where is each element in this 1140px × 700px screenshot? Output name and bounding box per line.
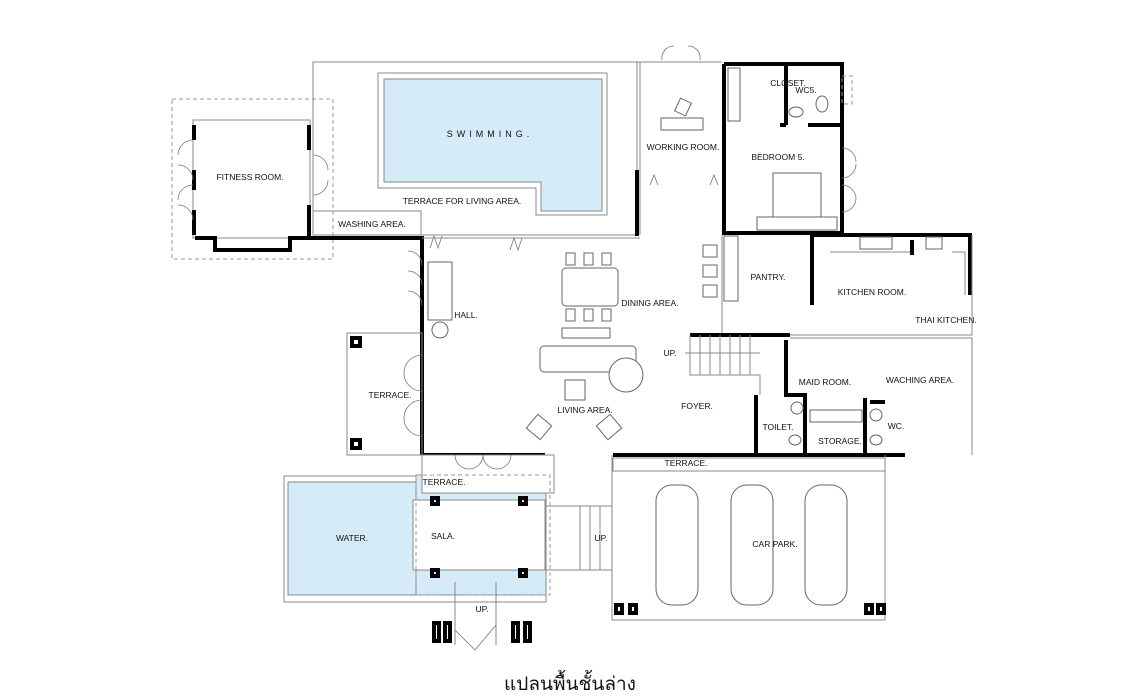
label-bedroom-5: BEDROOM 5.	[751, 152, 804, 162]
label-car-park: CAR PARK.	[752, 539, 797, 549]
label-dining-area: DINING AREA.	[621, 298, 678, 308]
sala-water: TERRACE. WATER. SALA. UP. UP.	[283, 454, 612, 651]
label-pantry: PANTRY.	[751, 272, 786, 282]
label-living-area: LIVING AREA.	[557, 405, 612, 415]
label-washing-area: WASHING AREA.	[338, 219, 406, 229]
car-park: TERRACE. CAR PARK.	[611, 453, 886, 621]
label-working-room: WORKING ROOM.	[647, 142, 720, 152]
label-terrace-sala: TERRACE.	[423, 477, 466, 487]
swimming-pool	[383, 78, 603, 212]
car-icon	[655, 484, 699, 606]
label-kitchen-room: KITCHEN ROOM.	[838, 287, 906, 297]
plan-caption: แปลนพื้นชั้นล่าง	[504, 670, 636, 695]
label-up-front: UP.	[475, 604, 488, 614]
label-thai-kitchen: THAI KITCHEN.	[915, 315, 976, 325]
car-icon	[730, 484, 774, 606]
label-up-stairs: UP.	[663, 348, 676, 358]
label-wc: WC.	[888, 421, 905, 431]
label-toilet: TOILET.	[762, 422, 793, 432]
label-terrace-living: TERRACE FOR LIVING AREA.	[403, 196, 522, 206]
label-foyer: FOYER.	[681, 401, 713, 411]
label-closet: CLOSET.	[770, 78, 805, 88]
label-terrace-front: TERRACE.	[665, 458, 708, 468]
label-sala: SALA.	[431, 531, 455, 541]
car-icon	[804, 484, 848, 606]
label-terrace-left: TERRACE.	[369, 390, 412, 400]
label-wc5: WC5.	[795, 85, 816, 95]
label-hall: HALL.	[454, 310, 478, 320]
label-storage: STORAGE.	[818, 436, 862, 446]
label-water: WATER.	[336, 533, 368, 543]
working-room: WORKING ROOM.	[635, 45, 722, 236]
label-fitness-room: FITNESS ROOM.	[216, 172, 283, 182]
label-maid-room: MAID ROOM.	[799, 377, 851, 387]
fitness-room: FITNESS ROOM.	[171, 98, 334, 260]
service-block: UP. MAID ROOM. WACHING AREA. TOILET. STO…	[663, 333, 973, 457]
kitchen-block: PANTRY. KITCHEN ROOM. THAI KITCHEN.	[702, 233, 977, 336]
left-terrace: TERRACE.	[346, 332, 423, 456]
label-up-side: UP.	[594, 533, 607, 543]
label-swimming: SWIMMING.	[447, 129, 534, 139]
pool-terrace: SWIMMING. TERRACE FOR LIVING AREA. WASHI…	[310, 61, 638, 455]
bedroom-block: CLOSET. WC5. BEDROOM 5.	[722, 62, 857, 235]
hall-living: HALL. DINING AREA. LIVING AREA. FOYER.	[407, 237, 713, 457]
label-waching-area: WACHING AREA.	[886, 375, 954, 385]
